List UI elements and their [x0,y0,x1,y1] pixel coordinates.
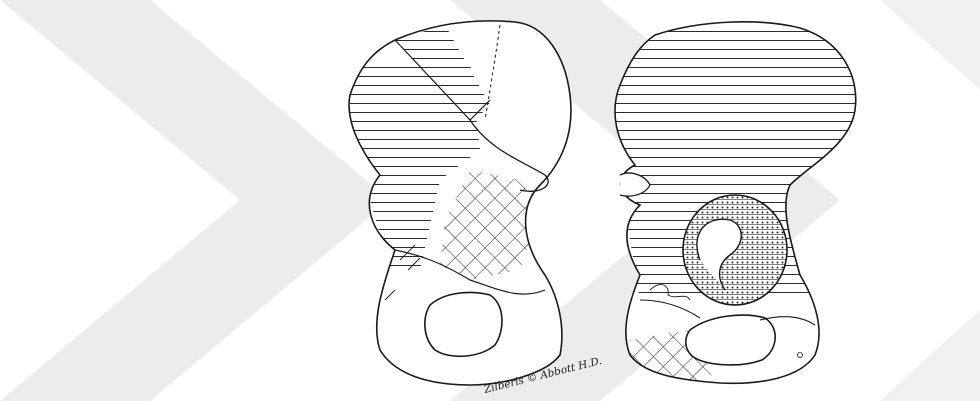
right-hip-bone-drawing-icon [600,15,870,395]
left-hip-bone-drawing-icon [340,15,580,395]
